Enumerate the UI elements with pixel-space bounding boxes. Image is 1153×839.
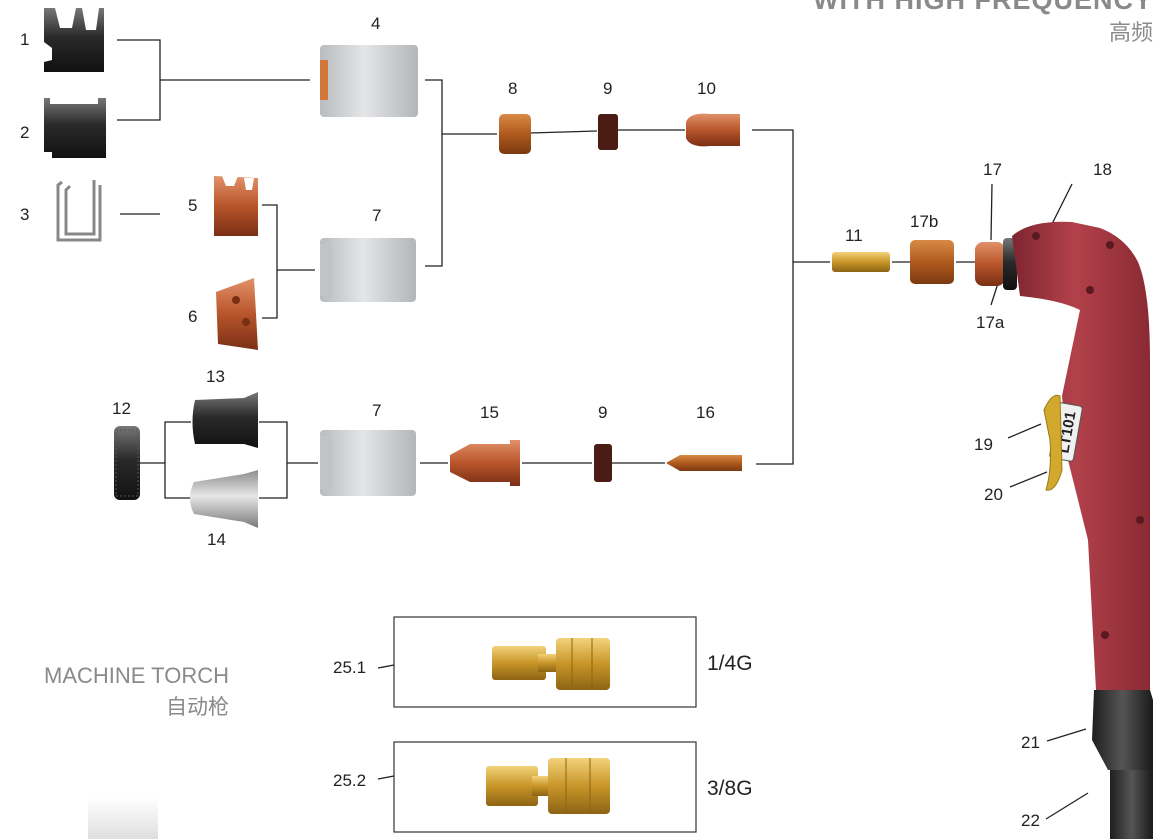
header-title-cn: 高频 bbox=[1109, 20, 1153, 45]
label-19: 19 bbox=[974, 435, 993, 454]
part-8-swirl-ring bbox=[499, 114, 531, 154]
part-15-nozzle bbox=[450, 440, 520, 486]
adapter-1-fitting bbox=[492, 638, 610, 690]
part-3-wire-clip bbox=[56, 180, 102, 242]
label-13: 13 bbox=[206, 367, 225, 386]
part-6-copper-tip bbox=[216, 278, 258, 350]
part-14-shield bbox=[190, 470, 258, 528]
label-18: 18 bbox=[1093, 160, 1112, 179]
adapter-2-id: 25.2 bbox=[333, 771, 366, 790]
label-8: 8 bbox=[508, 79, 517, 98]
label-17a: 17a bbox=[976, 313, 1005, 332]
adapter-2: 25.2 3/8G bbox=[333, 741, 753, 833]
label-9b: 9 bbox=[598, 403, 607, 422]
adapter-1-size: 1/4G bbox=[707, 652, 753, 675]
part-9-dark-ring-b bbox=[594, 444, 612, 482]
label-21: 21 bbox=[1021, 733, 1040, 752]
part-19-trigger bbox=[1043, 394, 1063, 491]
label-4: 4 bbox=[371, 14, 380, 33]
machine-torch-label: MACHINE TORCH bbox=[44, 663, 229, 688]
label-17: 17 bbox=[983, 160, 1002, 179]
label-1: 1 bbox=[20, 30, 29, 49]
part-12-knurled-nut bbox=[114, 426, 140, 500]
part-17-head-ring bbox=[975, 238, 1017, 290]
part-13-shield bbox=[192, 392, 258, 448]
label-15: 15 bbox=[480, 403, 499, 422]
part-7-ceramic-body-a bbox=[320, 238, 416, 302]
label-10: 10 bbox=[697, 79, 716, 98]
label-7b: 7 bbox=[372, 401, 381, 420]
part-9-dark-ring-a bbox=[598, 114, 618, 150]
part-21-handle-end bbox=[1092, 690, 1153, 770]
label-12: 12 bbox=[112, 399, 131, 418]
label-20: 20 bbox=[984, 485, 1003, 504]
adapter-1-id: 25.1 bbox=[333, 658, 366, 677]
part-7-ceramic-body-b bbox=[320, 430, 416, 496]
label-6: 6 bbox=[188, 307, 197, 326]
label-7a: 7 bbox=[372, 206, 381, 225]
part-1-shield-cap bbox=[44, 8, 104, 72]
label-16: 16 bbox=[696, 403, 715, 422]
part-2-black-ring bbox=[44, 98, 106, 158]
label-2: 2 bbox=[20, 123, 29, 142]
part-17b-insulator bbox=[910, 240, 954, 284]
label-3: 3 bbox=[20, 205, 29, 224]
part-16-electrode bbox=[666, 455, 742, 471]
adapter-1: 25.1 1/4G bbox=[333, 616, 753, 708]
part-18-torch-handle: LT101 bbox=[1012, 221, 1153, 839]
adapter-2-size: 3/8G bbox=[707, 777, 753, 800]
part-4-ceramic-cup bbox=[320, 45, 418, 117]
label-17b: 17b bbox=[910, 212, 938, 231]
machine-torch-image bbox=[88, 798, 158, 839]
adapter-2-fitting bbox=[486, 758, 610, 814]
label-5: 5 bbox=[188, 196, 197, 215]
label-14: 14 bbox=[207, 530, 226, 549]
header-title: WITH HIGH FREQUENCY bbox=[813, 0, 1153, 15]
part-number-labels: 1 2 3 4 5 6 7 7 8 9 9 10 11 12 13 14 15 … bbox=[20, 14, 1112, 830]
part-5-copper-nozzle bbox=[214, 176, 258, 236]
label-22: 22 bbox=[1021, 811, 1040, 830]
part-10-electrode bbox=[686, 113, 740, 147]
part-11-brass-fitting bbox=[832, 252, 890, 272]
connector-lines bbox=[117, 39, 1089, 820]
label-11: 11 bbox=[845, 226, 863, 245]
label-9a: 9 bbox=[603, 79, 612, 98]
machine-torch-label-cn: 自动枪 bbox=[166, 696, 229, 719]
